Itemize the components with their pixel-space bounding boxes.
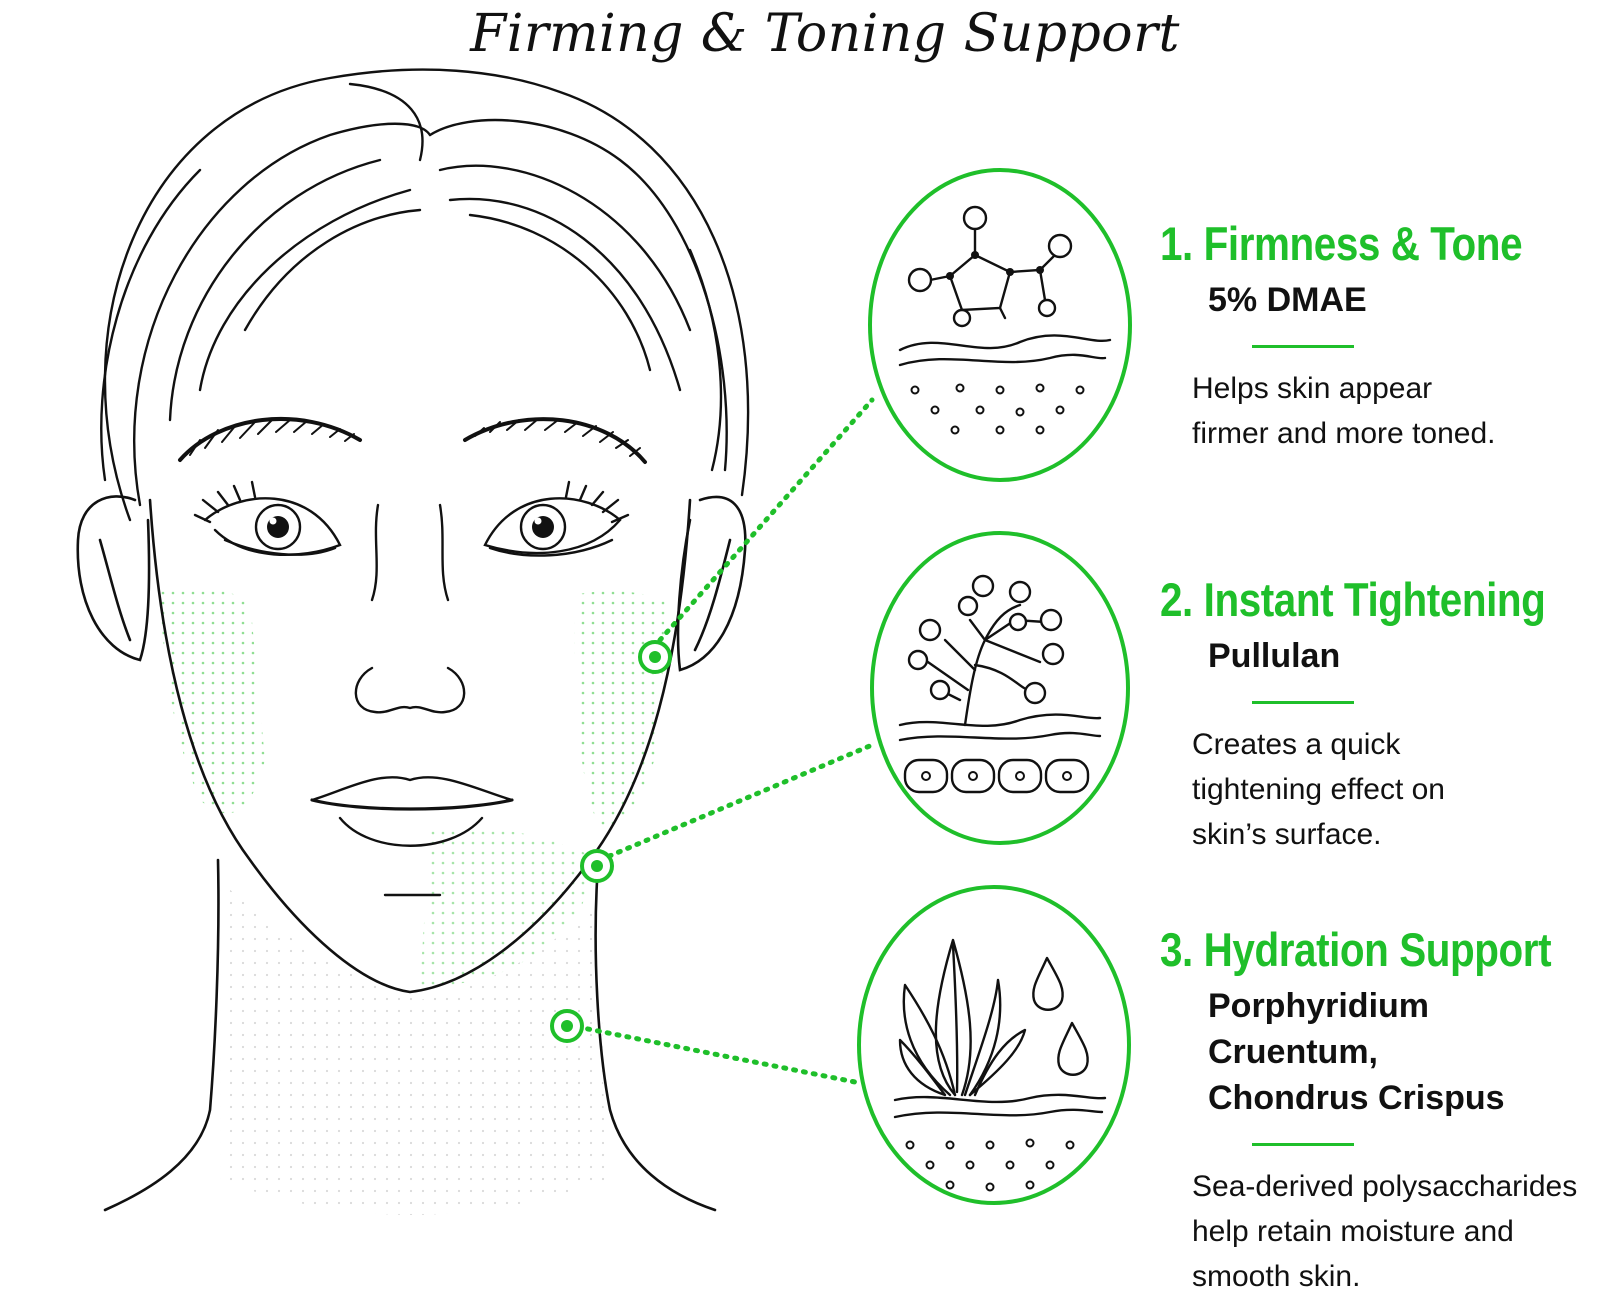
- leader-lines: [565, 397, 875, 1085]
- callout-ingredient: Pullulan: [1208, 637, 1341, 675]
- divider: [1252, 701, 1354, 704]
- marker-3: [550, 1009, 584, 1043]
- callout-description: Sea-derived polysaccharides help retain …: [1192, 1170, 1578, 1293]
- eyes: [193, 480, 630, 557]
- marker-2: [580, 849, 614, 883]
- molecule-icon: [868, 168, 1132, 482]
- callout-firmness: 1. Firmness & Tone 5% DMAE Helps skin ap…: [1160, 216, 1600, 456]
- callout-heading: 2. Instant Tightening: [1160, 573, 1546, 626]
- nose: [354, 503, 466, 714]
- callout-ingredient: Porphyridium Cruentum, Chondrus Crispus: [1208, 987, 1505, 1117]
- callout-ingredient: 5% DMAE: [1208, 281, 1367, 319]
- callout-hydration: 3. Hydration Support Porphyridium Cruent…: [1160, 922, 1600, 1299]
- marker-1: [638, 640, 672, 674]
- target-markers: [550, 640, 672, 1043]
- hair: [100, 68, 750, 522]
- branching-polymer-icon: [870, 531, 1130, 845]
- seaweed-droplets-icon: [857, 885, 1131, 1205]
- callout-heading: 3. Hydration Support: [1160, 923, 1552, 976]
- face-outline: [76, 495, 747, 1212]
- callout-heading: 1. Firmness & Tone: [1160, 217, 1523, 270]
- page-title: Firming & Toning Support: [470, 4, 1180, 64]
- lips: [310, 776, 514, 897]
- divider: [1252, 345, 1354, 348]
- callout-description: Creates a quick tightening effect on ski…: [1192, 728, 1445, 851]
- callout-description: Helps skin appear firmer and more toned.: [1192, 372, 1496, 450]
- eyebrows: [178, 416, 647, 464]
- callout-tightening: 2. Instant Tightening Pullulan Creates a…: [1160, 572, 1600, 857]
- divider: [1252, 1143, 1354, 1146]
- stipple-areas: [160, 586, 665, 1215]
